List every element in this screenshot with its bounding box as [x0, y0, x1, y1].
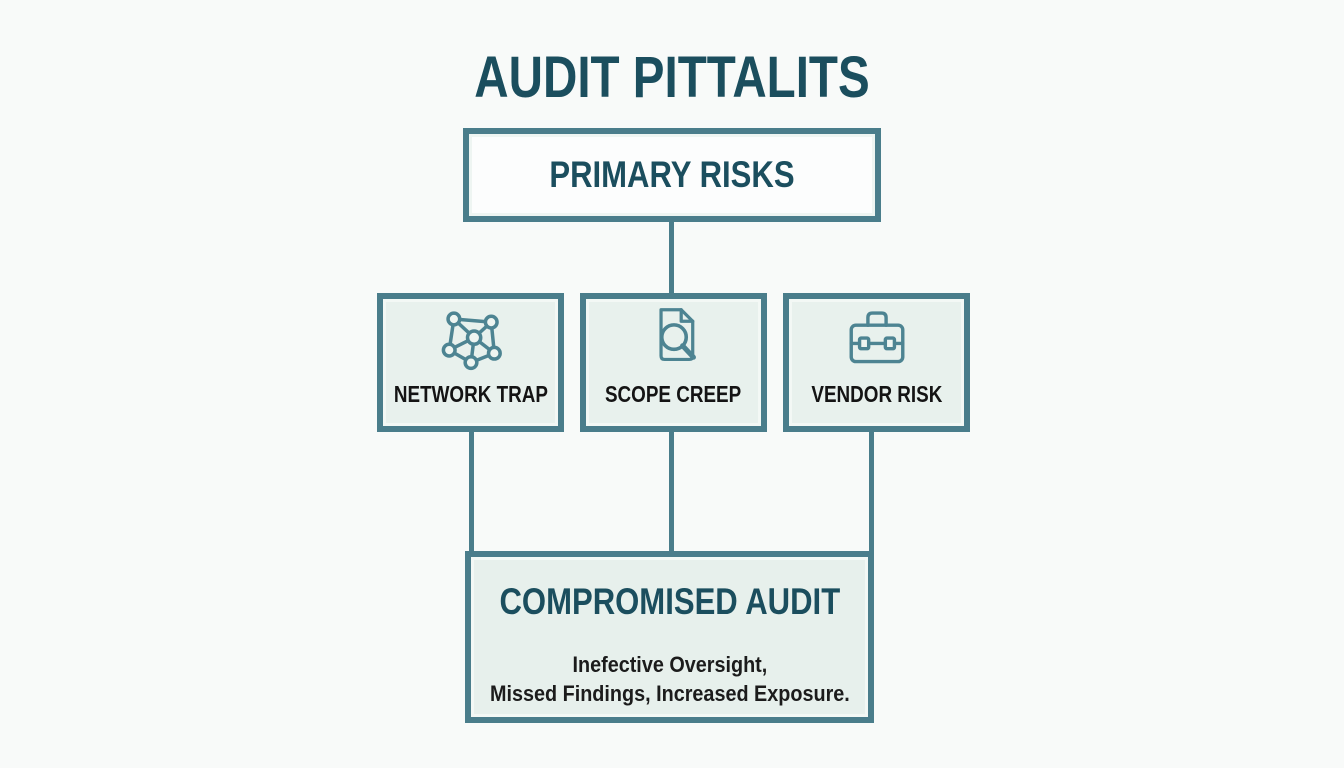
subtitle-line-1: Inefective Oversight,	[572, 652, 767, 677]
primary-risks-box: PRIMARY RISKS	[463, 128, 881, 222]
compromised-audit-box: COMPROMISED AUDIT Inefective Oversight, …	[465, 551, 874, 723]
briefcase-icon	[789, 299, 964, 381]
risk-box-scope-creep: SCOPE CREEP	[580, 293, 767, 432]
connector-vendor-to-outcome	[869, 430, 874, 553]
risk-box-label: SCOPE CREEP	[605, 381, 742, 407]
risk-box-label: NETWORK TRAP	[393, 381, 548, 407]
risk-box-vendor-risk: VENDOR RISK	[783, 293, 970, 432]
subtitle-line-2: Missed Findings, Increased Exposure.	[489, 680, 850, 706]
risk-box-network-trap: NETWORK TRAP	[377, 293, 564, 432]
network-icon	[383, 299, 558, 381]
primary-risks-label: PRIMARY RISKS	[549, 154, 795, 195]
connector-primary-to-row	[669, 220, 674, 295]
connector-network-to-outcome	[469, 430, 474, 553]
compromised-audit-subtitle: Inefective Oversight, Missed Findings, I…	[490, 651, 850, 708]
connector-scope-to-outcome	[669, 430, 674, 553]
diagram-title: AUDIT PITTALITS	[474, 45, 870, 110]
compromised-audit-title: COMPROMISED AUDIT	[499, 581, 840, 622]
risk-box-label: VENDOR RISK	[811, 381, 942, 407]
document-magnifier-icon	[586, 299, 761, 381]
